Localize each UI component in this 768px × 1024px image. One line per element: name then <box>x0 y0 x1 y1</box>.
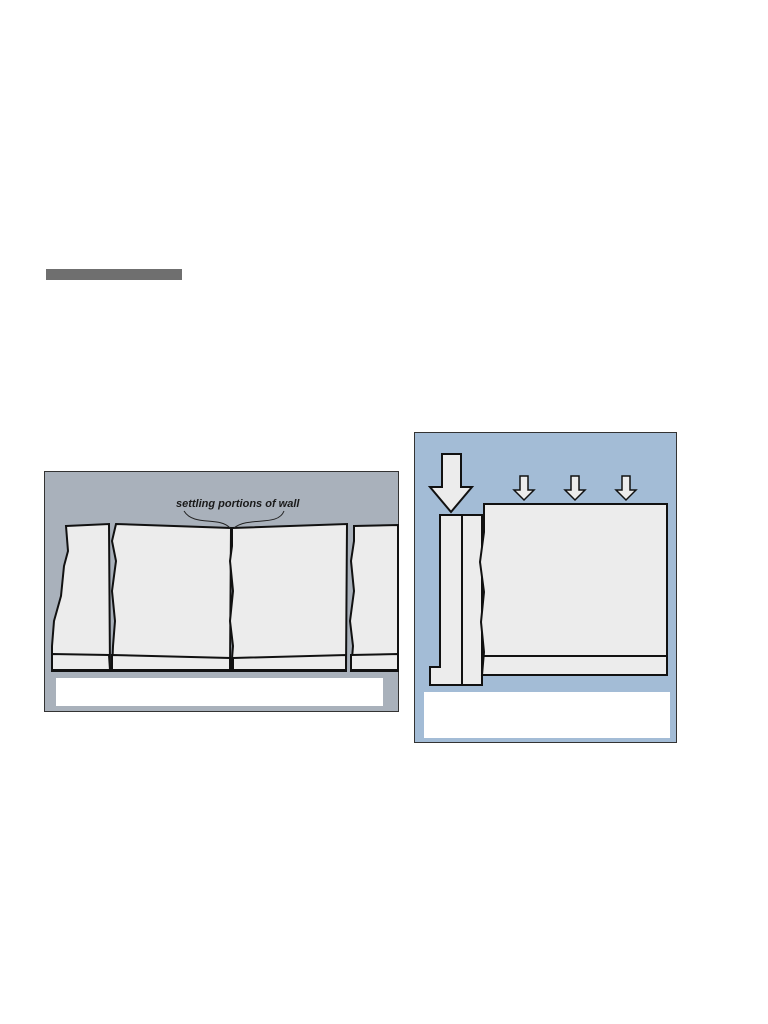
settling-wall-figure: settling portions of wall <box>44 471 399 712</box>
caption-box <box>424 692 670 738</box>
small-down-arrow-icon <box>512 475 536 502</box>
footing-band <box>51 652 399 671</box>
large-down-arrow-icon <box>427 453 475 514</box>
small-down-arrow-icon <box>563 475 587 502</box>
small-down-arrow-icon <box>614 475 638 502</box>
wall-panel <box>478 503 668 676</box>
wall-segment-left <box>51 522 112 672</box>
load-wall-diagram <box>414 432 677 743</box>
wall-segment-right <box>348 523 399 672</box>
column-adjacent-strip <box>461 514 483 686</box>
wall-segment-settling-left <box>110 522 233 672</box>
caption-box <box>56 678 383 706</box>
annotation-leader-right <box>233 510 285 529</box>
annotation-label: settling portions of wall <box>176 498 300 510</box>
section-divider-bar <box>46 269 182 280</box>
load-wall-figure <box>414 432 677 743</box>
wall-segment-settling-right <box>228 522 349 672</box>
annotation-leader-left <box>183 510 231 529</box>
settling-wall-diagram: settling portions of wall <box>44 471 399 712</box>
